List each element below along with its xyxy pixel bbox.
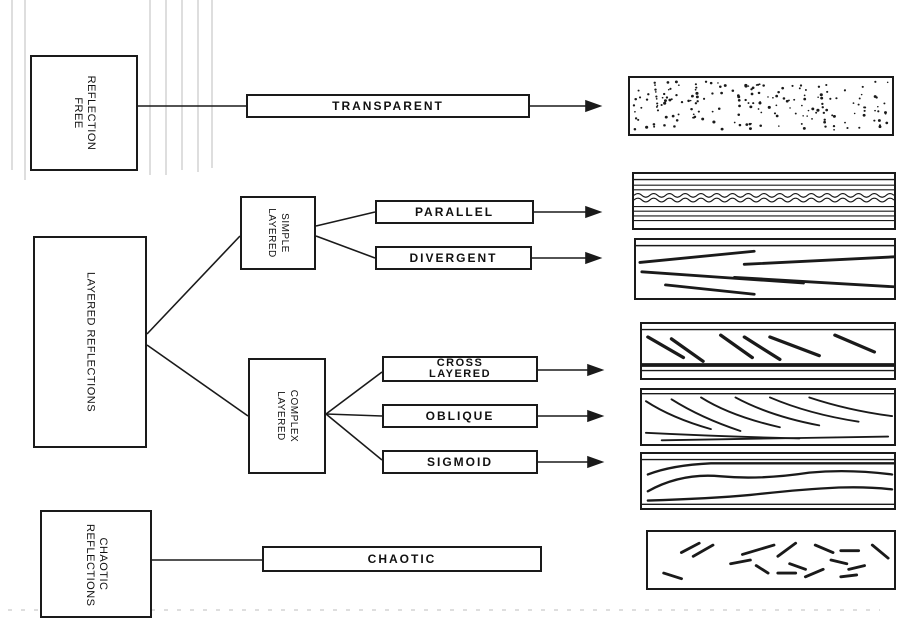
transparent-pattern bbox=[628, 76, 894, 136]
cross-layered-label: CROSS LAYERED bbox=[384, 358, 536, 380]
divergent-pattern bbox=[634, 238, 896, 300]
sigmoid-label: SIGMOID bbox=[384, 452, 536, 472]
reflection-free-box: REFLECTION FREE bbox=[30, 55, 138, 171]
parallel-box: PARALLEL bbox=[375, 200, 534, 224]
cross-layered-pattern bbox=[640, 322, 896, 380]
connector-layered-to-simple bbox=[147, 236, 240, 334]
connector-layered-to-complex bbox=[147, 345, 248, 416]
divergent-label: DIVERGENT bbox=[377, 248, 530, 268]
simple-layered-label: SIMPLE LAYERED bbox=[265, 203, 291, 263]
oblique-label: OBLIQUE bbox=[384, 406, 536, 426]
layered-reflections-box: LAYERED REFLECTIONS bbox=[33, 236, 147, 448]
connector-simple-to-parallel bbox=[316, 212, 375, 226]
sigmoid-pattern bbox=[640, 452, 896, 510]
reflection-free-label: REFLECTION FREE bbox=[71, 73, 97, 153]
transparent-label: TRANSPARENT bbox=[248, 96, 528, 116]
cross-layered-box: CROSS LAYERED bbox=[382, 356, 538, 382]
connector-complex-to-oblique bbox=[326, 414, 382, 416]
simple-layered-box: SIMPLE LAYERED bbox=[240, 196, 316, 270]
transparent-box: TRANSPARENT bbox=[246, 94, 530, 118]
parallel-label: PARALLEL bbox=[377, 202, 532, 222]
connector-complex-to-cross bbox=[326, 372, 382, 414]
oblique-box: OBLIQUE bbox=[382, 404, 538, 428]
chaotic-label: CHAOTIC bbox=[264, 548, 540, 570]
chaotic-reflections-label: CHAOTIC REFLECTIONS bbox=[83, 524, 109, 604]
chaotic-reflections-box: CHAOTIC REFLECTIONS bbox=[40, 510, 152, 618]
complex-layered-label: COMPLEX LAYERED bbox=[274, 380, 300, 452]
chaotic-pattern bbox=[646, 530, 896, 590]
connector-simple-to-divergent bbox=[316, 236, 375, 258]
parallel-pattern bbox=[632, 172, 896, 230]
chaotic-box: CHAOTIC bbox=[262, 546, 542, 572]
connector-complex-to-sigmoid bbox=[326, 414, 382, 460]
oblique-pattern bbox=[640, 388, 896, 446]
sigmoid-box: SIGMOID bbox=[382, 450, 538, 474]
complex-layered-box: COMPLEX LAYERED bbox=[248, 358, 326, 474]
divergent-box: DIVERGENT bbox=[375, 246, 532, 270]
layered-reflections-label: LAYERED REFLECTIONS bbox=[84, 272, 97, 412]
